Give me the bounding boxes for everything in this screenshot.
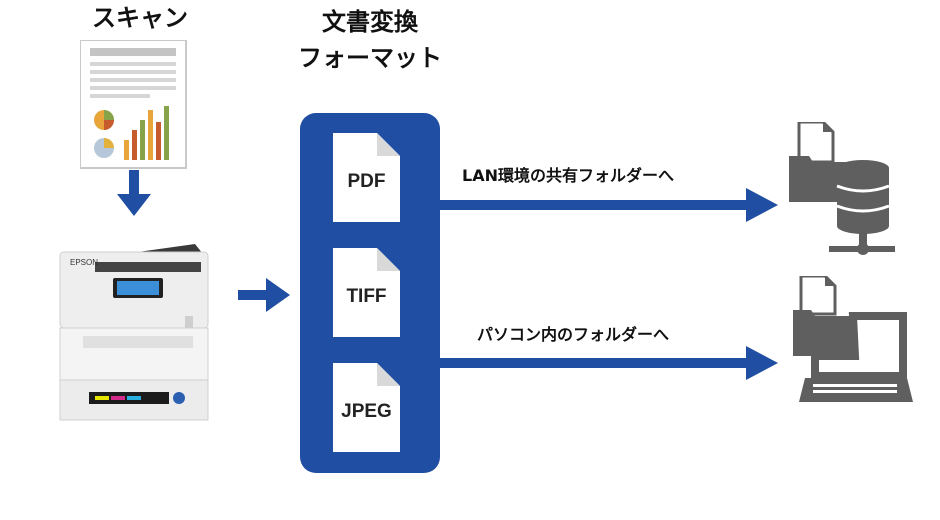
format-label: PDF — [347, 171, 386, 192]
multifunction-printer — [59, 244, 209, 421]
network-server-folder-icon — [789, 122, 895, 255]
document-icon — [333, 248, 400, 337]
format-conversion-heading: 文書変換 フォーマット — [270, 4, 470, 76]
tiff-format-document: TIFF — [333, 248, 400, 337]
scanned-document-icon — [80, 40, 187, 169]
format-heading-line-2: フォーマット — [298, 44, 442, 72]
format-conversion-panel: PDF TIFF JPEG — [300, 113, 440, 473]
pc-folder-label: パソコン内のフォルダーへ — [477, 325, 670, 344]
scan-heading: スキャン — [92, 4, 188, 32]
format-label: TIFF — [346, 286, 387, 307]
jpeg-format-document: JPEG — [333, 363, 400, 452]
document-icon — [333, 133, 400, 222]
right-arrow-to-formats — [238, 278, 290, 312]
format-heading-line-1: 文書変換 — [322, 8, 418, 36]
document-icon — [333, 363, 400, 452]
laptop-folder-icon — [793, 276, 913, 402]
pdf-format-document: PDF — [333, 133, 400, 222]
format-label: JPEG — [341, 401, 392, 422]
down-arrow — [117, 170, 151, 216]
shared-folder-label: LAN環境の共有フォルダーへ — [462, 166, 674, 185]
arrow-to-pc-folder — [440, 346, 778, 380]
printer-brand: EPSON — [70, 258, 99, 267]
arrow-to-shared-folder — [440, 188, 778, 222]
